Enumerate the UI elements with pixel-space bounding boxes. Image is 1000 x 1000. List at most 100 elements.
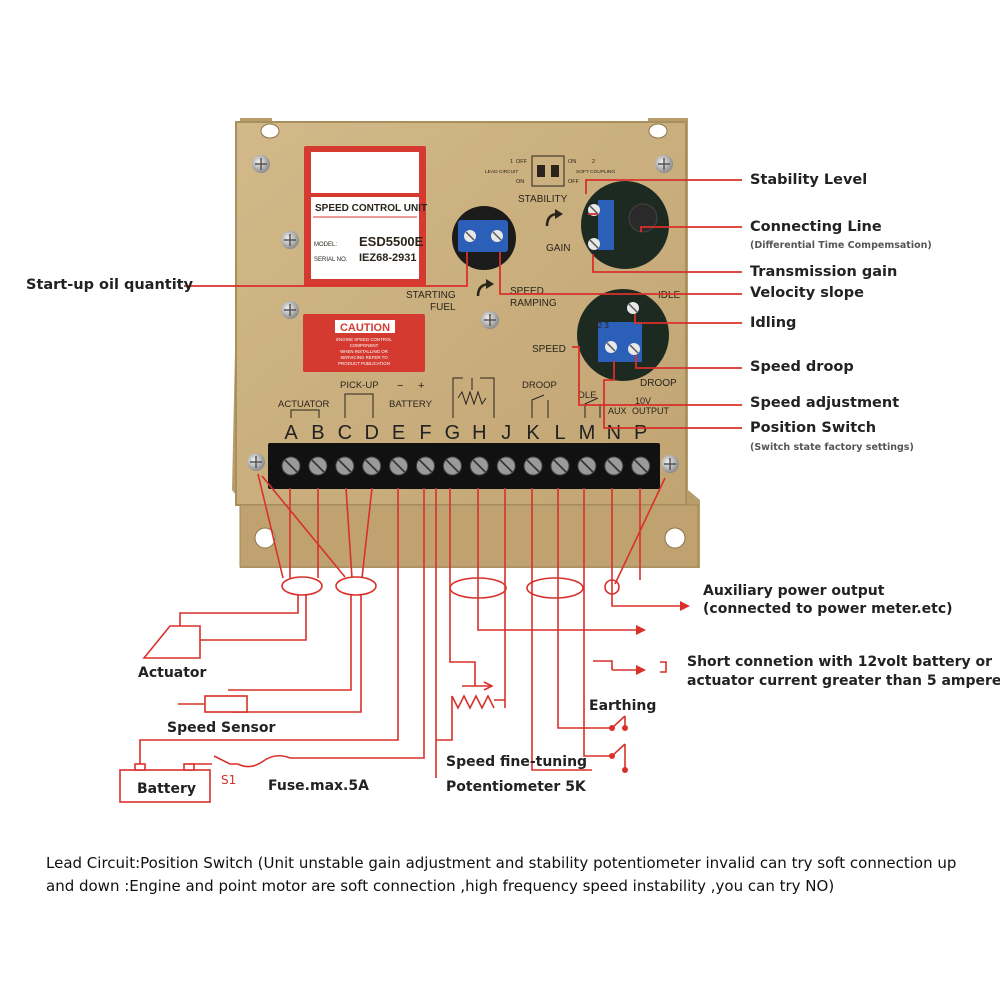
terminal-screw-icon[interactable] [604,456,624,476]
terminal-screw-icon[interactable] [469,456,489,476]
dip-on-label-2: ON [568,159,576,165]
terminal-screw-icon[interactable] [496,456,516,476]
pot-screw-icon[interactable] [491,230,503,242]
terminal-block [268,443,660,489]
caption-line-2: and down :Engine and point motor are sof… [46,877,835,895]
dip-two-label: 2 [592,159,595,165]
dip-off-label-2: OFF [568,179,580,185]
wire [345,487,373,579]
terminal-letter-b: B [311,422,324,444]
short-connection-label-2: actuator current greater than 5 amperes [687,673,1000,689]
terminal-screw-icon[interactable] [389,456,409,476]
gain-label: GAIN [546,243,570,254]
callout-velocity-slope: Velocity slope [750,285,864,301]
cable-bundle-icon [335,576,377,596]
speed-ramping-label-1: SPEED [510,286,544,297]
idling-callout [634,314,742,324]
earthing-wire [557,488,626,729]
connecting-line-callout [640,226,742,232]
battery-terminal [134,763,146,771]
speed-screw-icon[interactable] [605,341,617,353]
s1-switch-icon [189,755,238,768]
droop-group-label: DROOP [522,380,557,391]
droop-wire [531,488,592,771]
caution-label: CAUTION ENGINE SPEED CONTROL COMPONENT W… [303,314,425,372]
short-arrowhead-icon [636,665,646,675]
terminal-letter-m: M [579,422,596,444]
actuator-wire [179,595,299,626]
speed-sensor-icon [204,695,248,713]
label-serial-key: SERIAL NO. [314,257,348,263]
mount-hole [648,123,668,139]
potentiometer-5k-icon [451,694,495,710]
aux-output-label-2: (connected to power meter.etc) [703,601,953,617]
speed-sensor-label: Speed Sensor [167,720,276,736]
velocity-slope-callout [499,252,742,295]
screw-icon [281,301,299,319]
caution-title: CAUTION [340,322,390,334]
terminal-screw-icon[interactable] [308,456,328,476]
caution-line: SERVICING REFER TO [340,355,388,360]
dip-toggle[interactable] [551,165,559,177]
terminal-letter-h: H [472,422,486,444]
pot-screw-icon[interactable] [464,230,476,242]
terminal-screw-icon[interactable] [577,456,597,476]
short-wire [593,660,613,670]
terminal-letter-e: E [392,422,405,444]
screw-icon [661,455,679,473]
dip-toggle[interactable] [537,165,545,177]
callout-connecting-line-sub: (Differential Time Compemsation) [750,240,932,251]
pot-wire [449,488,476,686]
callout-speed-droop: Speed droop [750,359,854,375]
gain-screw-icon[interactable] [588,238,600,250]
cable-bundle-icon [526,577,584,599]
idle-group-label: DLE [578,390,596,401]
starting-label: STARTING [406,290,456,301]
terminal-screw-icon[interactable] [335,456,355,476]
caution-line: PRODUCT PUBLICATION [338,361,390,366]
caution-line: COMPONENT [350,343,379,348]
actuator-group-label: ACTUATOR [278,399,330,410]
idle-screw-icon[interactable] [627,302,639,314]
terminal-screw-icon[interactable] [362,456,382,476]
dip-on-label: ON [516,179,524,185]
fuse-symbol-icon [237,754,291,768]
terminal-letter-n: N [607,422,621,444]
switch-contact-icon [609,753,615,759]
battery-group-label: BATTERY [389,399,433,410]
callout-speed-adjustment: Speed adjustment [750,395,900,411]
terminal-screw-icon[interactable] [631,456,651,476]
terminal-screw-icon[interactable] [281,456,301,476]
callout-transmission-gain: Transmission gain [750,264,898,280]
sensor-wire [232,595,362,713]
screw-icon [655,155,673,173]
potentiometer-label: Potentiometer 5K [446,779,586,795]
battery-wire [139,488,399,768]
short-bracket-icon [660,661,667,673]
fuel-label: FUEL [430,302,456,313]
terminal-screws [281,456,651,476]
terminal-letter-c: C [338,422,352,444]
terminal-letter-a: A [284,422,298,444]
earthing-label: Earthing [589,698,657,714]
label-model-key: MODEL: [314,242,337,248]
mount-hole [260,123,280,139]
battery-label: Battery [137,781,197,797]
terminal-screw-icon[interactable] [550,456,570,476]
actuator-label: Actuator [138,665,207,681]
terminal-screw-icon[interactable] [523,456,543,476]
stability-screw-icon[interactable] [588,204,600,216]
label-title: SPEED CONTROL UNIT [315,203,427,214]
caution-line: WHEN INSTALLING OR [340,349,388,354]
callout-connecting-line: Connecting Line [750,219,882,235]
transmission-gain-callout [592,254,742,273]
caution-line: ENGINE SPEED CONTROL [336,337,392,342]
terminal-screw-icon[interactable] [416,456,435,476]
terminal-screw-icon[interactable] [442,456,462,476]
position-switch-callout [603,361,742,429]
dip-switch[interactable]: OFF 1 LEAD CIRCUIT ON ON 2 SOFT COUPLING… [485,155,615,187]
actuator-wire [200,595,307,641]
pickup-group-label: PICK-UP [340,380,379,391]
dip-off-label: OFF [516,159,528,165]
droop-screw-icon[interactable] [628,343,640,355]
